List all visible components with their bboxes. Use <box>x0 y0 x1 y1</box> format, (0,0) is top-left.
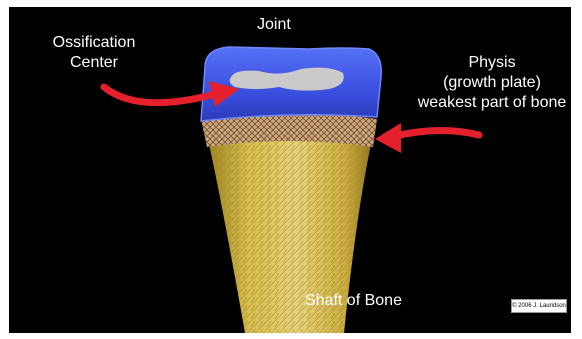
label-joint: Joint <box>257 15 291 35</box>
red-curved-arrow-right <box>375 123 479 153</box>
label-physis: Physis (growth plate) weakest part of bo… <box>413 53 571 113</box>
label-physis-line3: weakest part of bone <box>413 93 571 113</box>
label-ossification-line2: Center <box>39 53 149 73</box>
label-physis-line2: (growth plate) <box>413 73 571 93</box>
red-curved-arrow-left <box>104 81 239 107</box>
label-ossification-line1: Ossification <box>39 33 149 53</box>
copyright-credit: © 2006 J. Lauridson <box>511 299 567 313</box>
label-physis-line1: Physis <box>413 53 571 73</box>
label-shaft-of-bone: Shaft of Bone <box>305 291 402 311</box>
diagram-canvas: Joint Ossification Center Physis (growth… <box>9 7 571 333</box>
label-ossification-center: Ossification Center <box>39 33 149 73</box>
